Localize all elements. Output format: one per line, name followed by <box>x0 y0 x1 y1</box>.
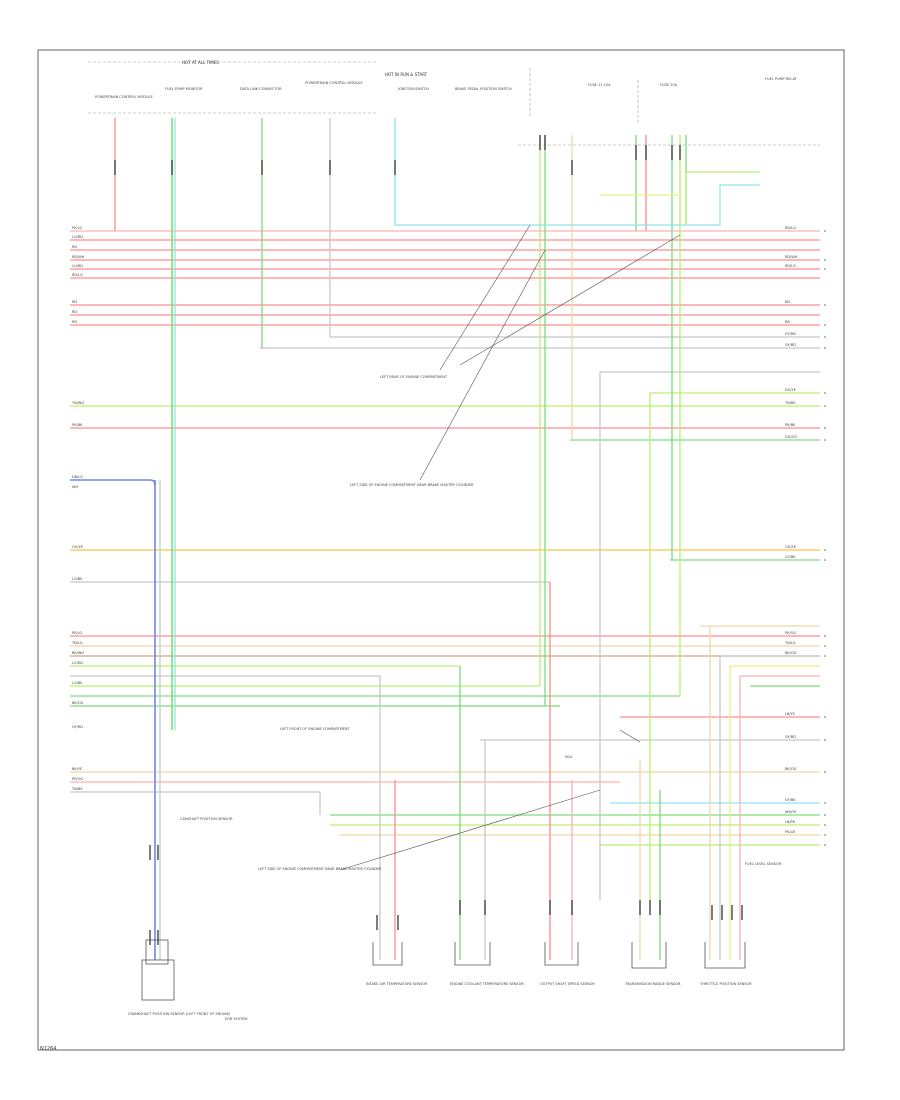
left-terminal-15: LG/BK <box>72 577 83 581</box>
left-terminal-22: GY/RD <box>72 725 83 729</box>
left-terminal-10: TN/WH <box>71 401 84 405</box>
right-terminal-9: TN/BK <box>784 401 796 405</box>
annotation-3: LEFT FRONT OF ENGINE COMPARTMENT <box>280 727 350 731</box>
bottom-component-label-3: EGR SYSTEM <box>225 1017 247 1021</box>
right-terminal-8: DG/YE <box>785 388 796 392</box>
right-terminal-5: RD <box>785 320 790 324</box>
right-terminal-14: PK/OG <box>785 631 796 635</box>
top-component-label-6: BRAKE PEDAL POSITION SWITCH <box>455 87 512 91</box>
left-terminal-2: LG/RD <box>72 235 83 239</box>
right-terminal-18: GY/RD <box>785 735 796 739</box>
red-bus-wires-upper <box>70 230 820 279</box>
bottom-connectors <box>141 939 746 1001</box>
left-terminal-18: BK/WH <box>72 651 84 655</box>
right-terminal-12: OG/YE <box>785 545 796 549</box>
annotation-2: LEFT SIDE OF ENGINE COMPARTMENT NEAR BRA… <box>350 483 474 487</box>
right-terminal-6: GY/RD <box>785 332 796 336</box>
annotation-5: NCA <box>565 755 573 759</box>
left-terminal-17: TN/LG <box>71 641 83 645</box>
left-terminal-13: WH <box>72 485 78 489</box>
left-terminal-20: LG/BK <box>72 681 83 685</box>
left-terminal-16: PK/LG <box>72 631 83 635</box>
right-terminal-2: RD/WH <box>785 255 798 259</box>
left-terminal-21: BK/OG <box>72 701 84 705</box>
top-component-label-2: FUEL PUMP MONITOR <box>165 87 203 91</box>
frame-code: N1264 <box>40 1046 57 1052</box>
bottom-component-labels: CRANKSHAFT POSITION SENSOR (LEFT FRONT O… <box>128 817 782 1021</box>
right-terminal-22: LB/PK <box>785 820 796 824</box>
right-terminal-13: LG/BK <box>785 555 796 559</box>
bottom-component-label-1: CRANKSHAFT POSITION SENSOR (LEFT FRONT O… <box>128 1012 231 1016</box>
right-terminal-3: RD/LG <box>785 264 796 268</box>
blue-wire-bend <box>70 479 156 486</box>
vertical-wires <box>114 118 741 960</box>
section-hot-at-all-times: HOT AT ALL TIMES <box>182 60 219 65</box>
annotation-1: LEFT REAR OF ENGINE COMPARTMENT <box>380 375 448 379</box>
top-component-label-3: DATA LINK CONNECTOR <box>240 87 282 91</box>
leader-lines <box>339 224 681 871</box>
left-terminal-11: PK/BK <box>72 423 83 427</box>
left-terminal-14: OG/YE <box>72 545 83 549</box>
left-terminal-24: PK/OG <box>72 777 83 781</box>
mid-horizontal-wires <box>70 371 820 583</box>
right-terminal-20: GY/BK <box>785 798 796 802</box>
top-component-labels: POWERTRAIN CONTROL MODULE FUEL PUMP MONI… <box>95 77 798 99</box>
right-terminal-23: PK/LB <box>785 830 796 834</box>
annotation-4: LEFT SIDE OF ENGINE COMPARTMENT NEAR BRA… <box>258 867 382 871</box>
left-terminal-labels: PK/LG LG/RD RD RD/WH LG/RD RD/LG RD RD R… <box>71 226 85 791</box>
right-terminal-10: PK/BK <box>785 423 796 427</box>
left-terminal-25: TN/BK <box>71 787 83 791</box>
left-terminal-3: RD <box>72 245 77 249</box>
left-terminal-1: PK/LG <box>72 226 83 230</box>
left-terminal-9: RD <box>72 320 77 324</box>
right-terminal-labels: RD/LG RD/WH RD/LG RD RD GY/RD GY/RD DG/Y… <box>784 226 798 834</box>
right-terminal-1: RD/LG <box>785 226 796 230</box>
left-terminal-5: LG/RD <box>72 264 83 268</box>
top-component-label-5: IGNITION SWITCH <box>398 87 429 91</box>
left-terminal-19: LG/RD <box>72 661 83 665</box>
bottom-component-label-8: THROTTLE POSITION SENSOR <box>699 982 752 986</box>
right-terminal-17: LB/YE <box>785 712 795 716</box>
left-terminal-8: RD <box>72 310 77 314</box>
top-component-label-4: POWERTRAIN CONTROL MODULE <box>305 81 363 85</box>
connector-hatches <box>114 135 743 945</box>
section-hot-in-run: HOT IN RUN & START <box>385 72 428 77</box>
bottom-component-label-5: ENGINE COOLANT TEMPERATURE SENSOR <box>450 982 524 986</box>
right-terminal-11: DG/OG <box>785 435 797 439</box>
upper-right-connectors <box>395 171 760 226</box>
left-terminal-23: BK/YE <box>72 767 82 771</box>
left-terminal-4: RD/WH <box>72 255 85 259</box>
left-terminal-7: RD <box>72 300 77 304</box>
top-component-label-7: FUSE 11 10A <box>588 83 611 87</box>
bottom-component-label-9: FUEL LEVEL SENSOR <box>745 862 782 866</box>
right-terminal-19: BK/OG <box>785 767 797 771</box>
right-terminal-7: GY/RD <box>785 343 796 347</box>
bottom-component-label-7: TRANSMISSION RANGE SENSOR <box>624 982 681 986</box>
right-edge-pins <box>824 230 826 846</box>
right-terminal-21: WH/YE <box>785 810 797 814</box>
top-component-label-9: FUEL PUMP RELAY <box>765 77 798 81</box>
bottom-component-label-2: CAMSHAFT POSITION SENSOR <box>180 817 233 821</box>
right-terminal-4: RD <box>785 300 790 304</box>
left-terminal-12: DB/LG <box>72 475 83 479</box>
right-terminal-15: BK/OG <box>785 651 797 655</box>
top-section-lines <box>88 61 820 146</box>
right-terminal-16: TN/LG <box>784 641 796 645</box>
top-component-label-1: POWERTRAIN CONTROL MODULE <box>95 95 153 99</box>
top-component-label-8: FUSE 20A <box>660 83 678 87</box>
left-terminal-6: RD/LG <box>72 273 83 277</box>
bottom-component-label-6: OUTPUT SHAFT SPEED SENSOR <box>540 982 595 986</box>
bottom-component-label-4: INTAKE AIR TEMPERATURE SENSOR <box>366 982 428 986</box>
